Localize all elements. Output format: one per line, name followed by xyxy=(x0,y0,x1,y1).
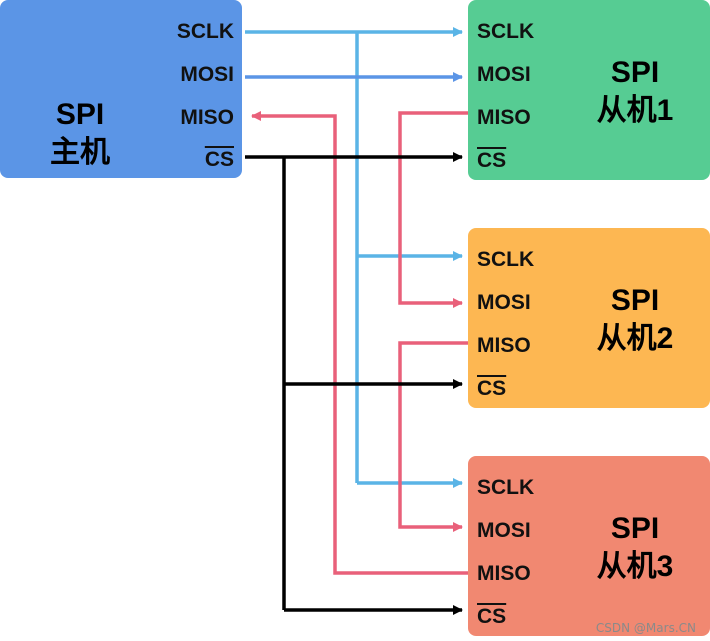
master-title-line1: SPI xyxy=(55,98,105,131)
slave3-title-line1: SPI xyxy=(610,512,660,545)
slave2-pin-miso: MISO xyxy=(477,334,531,357)
slave2-title: SPI 从机2 xyxy=(580,282,690,358)
cs-wires xyxy=(245,152,463,615)
master-pin-cs: CS xyxy=(204,148,234,171)
slave3-pin-mosi: MOSI xyxy=(477,519,531,542)
master-title: SPI 主机 xyxy=(20,96,140,172)
slave1-pin-miso: MISO xyxy=(477,106,531,129)
slave2-miso-to-slave3-mosi xyxy=(398,341,468,532)
sclk-wires xyxy=(245,27,463,488)
slave1-pin-sclk: SCLK xyxy=(477,20,535,43)
spi-master-box: SPI 主机 SCLK MOSI MISO CS xyxy=(0,0,242,178)
spi-slave1-box: SCLK MOSI MISO CS SPI 从机1 xyxy=(468,0,710,180)
master-pin-miso: MISO xyxy=(180,106,234,129)
slave1-miso-to-slave2-mosi xyxy=(398,111,468,308)
slave2-title-line1: SPI xyxy=(610,284,660,317)
slave2-pin-mosi: MOSI xyxy=(477,291,531,314)
spi-slave3-box: SCLK MOSI MISO CS SPI 从机3 xyxy=(468,456,710,636)
slave1-title-line1: SPI xyxy=(610,56,660,89)
slave1-title: SPI 从机1 xyxy=(580,54,690,130)
spi-slave2-box: SCLK MOSI MISO CS SPI 从机2 xyxy=(468,228,710,408)
slave3-miso-to-master-miso xyxy=(251,111,468,575)
slave1-pin-cs: CS xyxy=(477,149,507,172)
slave3-pin-cs: CS xyxy=(477,605,507,628)
master-pin-mosi: MOSI xyxy=(180,63,234,86)
slave3-pin-miso: MISO xyxy=(477,562,531,585)
master-pin-sclk: SCLK xyxy=(176,20,234,43)
watermark: CSDN @Mars.CN xyxy=(595,621,696,635)
slave2-title-line2: 从机2 xyxy=(596,322,674,355)
slave2-pin-sclk: SCLK xyxy=(477,248,535,271)
slave1-title-line2: 从机1 xyxy=(596,94,674,127)
master-title-line2: 主机 xyxy=(50,136,110,169)
slave1-pin-mosi: MOSI xyxy=(477,63,531,86)
miso-wires xyxy=(251,111,468,575)
slave3-pin-sclk: SCLK xyxy=(477,476,535,499)
slave2-pin-cs: CS xyxy=(477,377,507,400)
slave3-title: SPI 从机3 xyxy=(580,510,690,586)
slave3-title-line2: 从机3 xyxy=(596,550,674,583)
